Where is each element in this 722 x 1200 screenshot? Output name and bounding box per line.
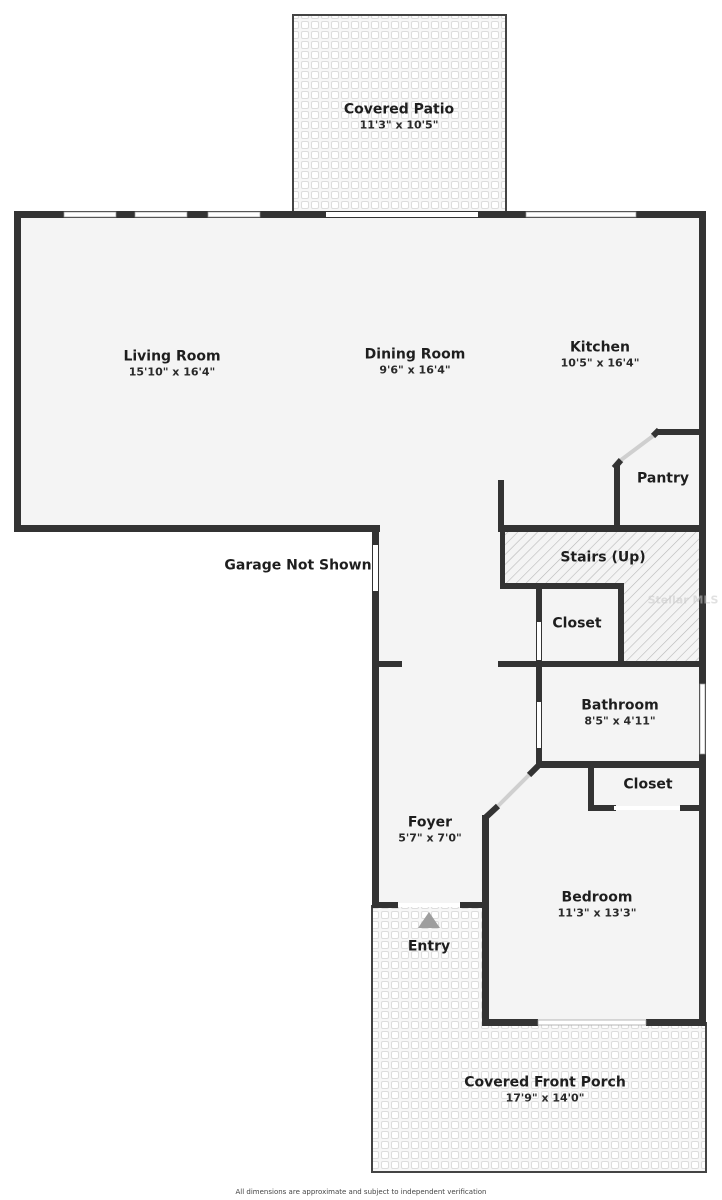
room-label-stairs: Stairs (Up): [560, 550, 645, 567]
room-label-covered-patio: Covered Patio 11'3" x 10'5": [344, 102, 454, 133]
diagonal-walls: [482, 427, 662, 821]
room-name: Foyer: [407, 814, 453, 831]
room-label-foyer: Foyer 5'7" x 7'0": [398, 815, 462, 846]
room-dimensions: 11'3" x 13'3": [557, 906, 637, 920]
room-name: Bathroom: [581, 697, 659, 714]
interior-floor: [16, 213, 704, 1025]
room-dimensions: 11'3" x 10'5": [359, 118, 439, 132]
room-dimensions: 5'7" x 7'0": [398, 831, 462, 845]
room-dimensions: 17'9" x 14'0": [505, 1091, 585, 1105]
covered-patio-area: [292, 14, 507, 215]
room-name: Closet: [552, 615, 602, 632]
room-name: Entry: [407, 938, 451, 955]
room-label-closet-bedroom: Closet: [623, 777, 672, 794]
room-name: Bedroom: [561, 889, 633, 906]
room-dimensions: 15'10" x 16'4": [128, 365, 216, 379]
room-name: Kitchen: [569, 339, 631, 356]
room-name: Covered Front Porch: [464, 1074, 626, 1091]
room-name: Stairs (Up): [560, 549, 646, 566]
covered-front-porch-area: [371, 905, 707, 1173]
windows: [63, 211, 706, 1026]
room-label-bedroom: Bedroom 11'3" x 13'3": [558, 890, 637, 921]
diagonal-doors: [496, 434, 655, 808]
garage-note-text: Garage Not Shown: [224, 557, 372, 574]
room-label-bathroom: Bathroom 8'5" x 4'11": [581, 698, 659, 729]
room-label-entry: Entry: [408, 939, 450, 956]
stairs-area: [503, 532, 701, 662]
room-dimensions: 10'5" x 16'4": [560, 356, 640, 370]
room-name: Closet: [623, 776, 673, 793]
watermark: Stellar MLS: [647, 593, 719, 607]
garage-not-shown-note: Garage Not Shown: [224, 558, 371, 575]
room-label-dining-room: Dining Room 9'6" x 16'4": [365, 347, 466, 378]
room-label-pantry: Pantry: [637, 471, 689, 488]
room-name: Pantry: [636, 470, 690, 487]
room-label-covered-front-porch: Covered Front Porch 17'9" x 14'0": [464, 1075, 626, 1106]
room-name: Dining Room: [364, 346, 466, 363]
room-dimensions: 9'6" x 16'4": [379, 363, 451, 377]
room-label-living-room: Living Room 15'10" x 16'4": [123, 349, 220, 380]
room-label-closet-hall: Closet: [552, 616, 601, 633]
room-dimensions: 8'5" x 4'11": [584, 714, 656, 728]
entry-arrow-icon: [418, 912, 440, 928]
room-name: Living Room: [123, 348, 221, 365]
room-name: Covered Patio: [343, 101, 455, 118]
room-label-kitchen: Kitchen 10'5" x 16'4": [561, 340, 640, 371]
disclaimer: All dimensions are approximate and subje…: [235, 1188, 487, 1196]
